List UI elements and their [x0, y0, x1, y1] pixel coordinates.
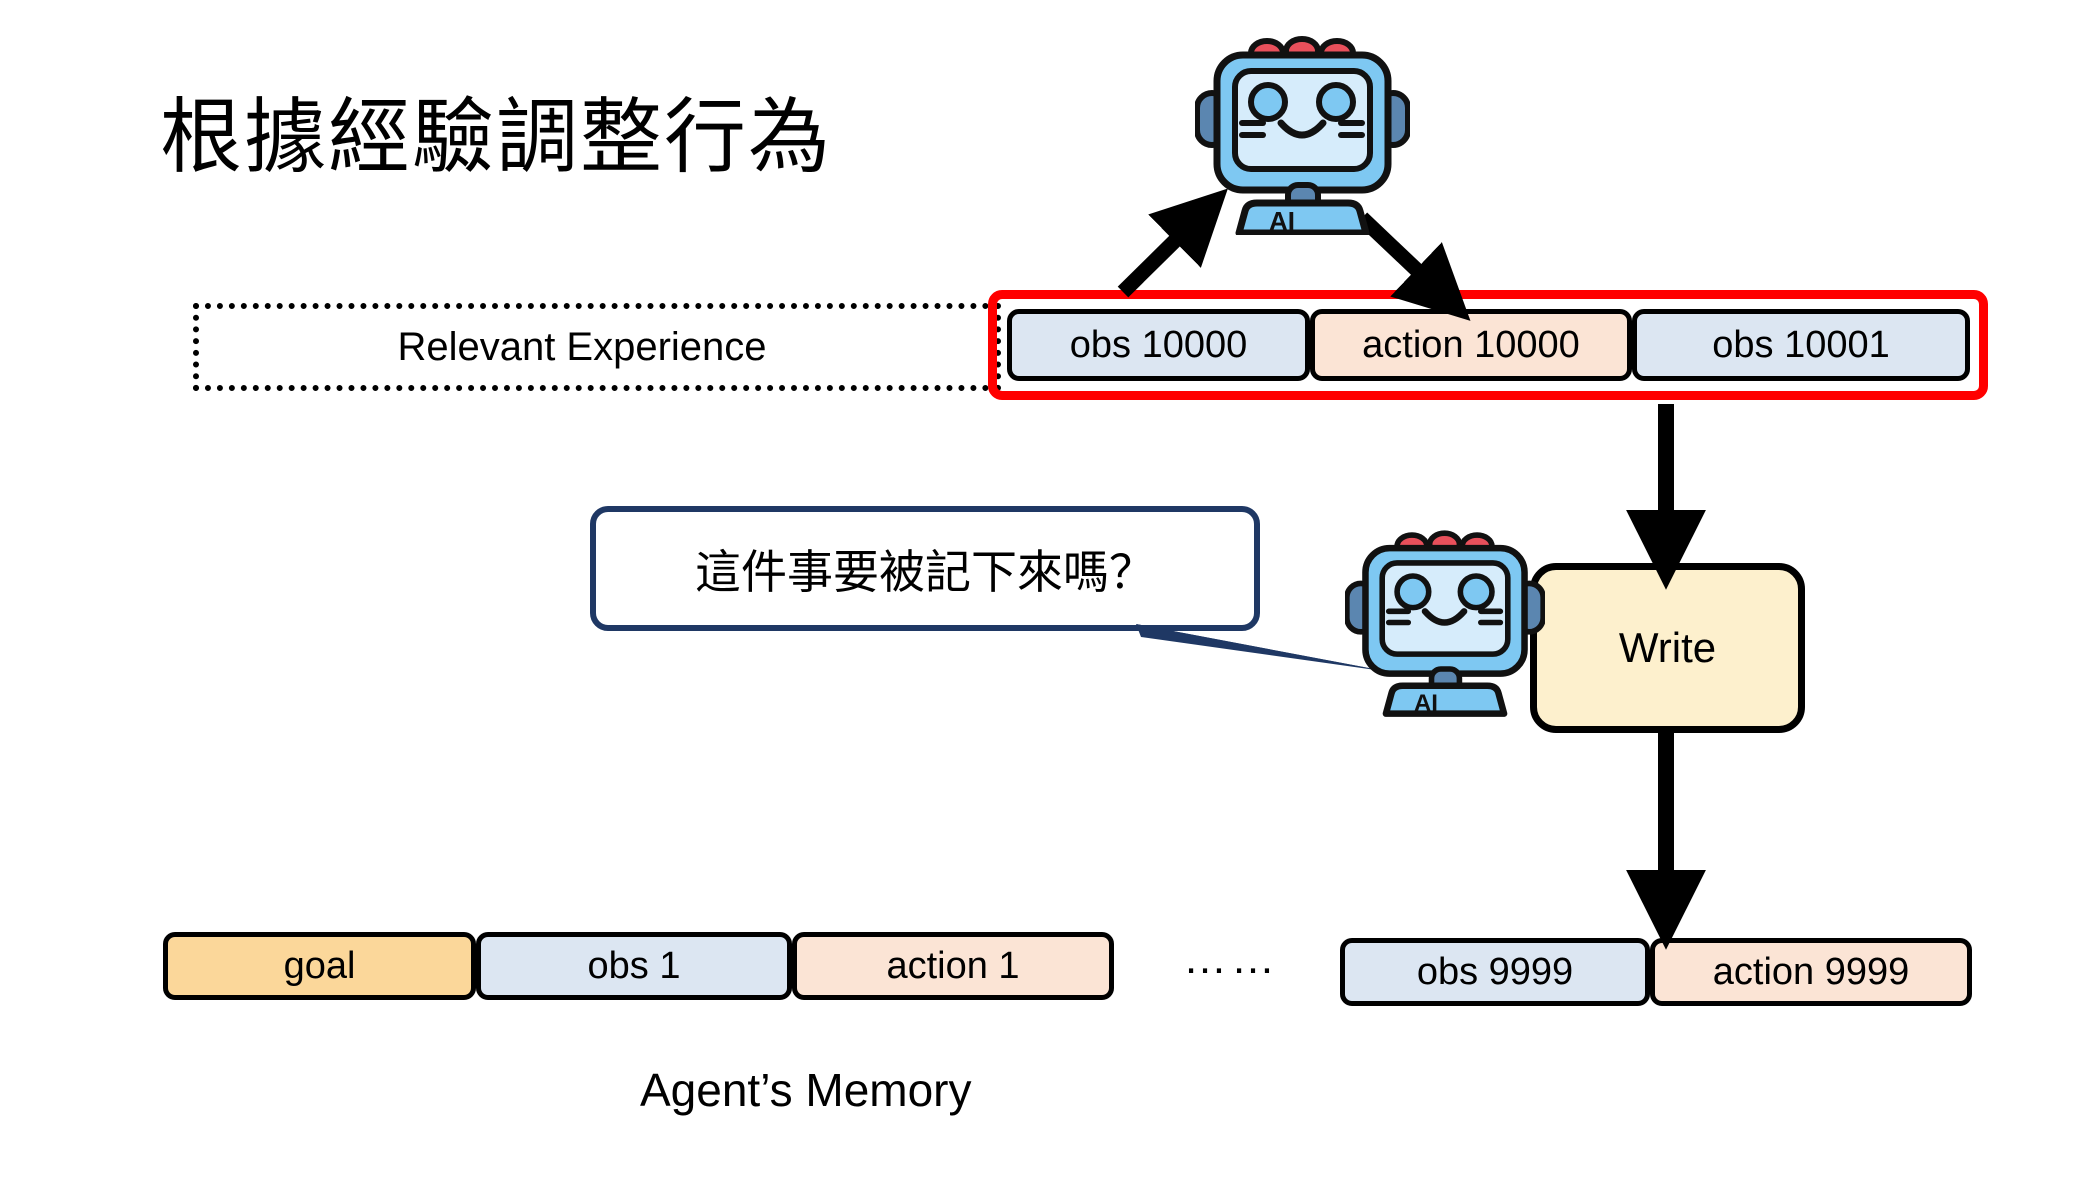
chip-action-10000[interactable]: action 10000: [1310, 309, 1632, 381]
robot-icon-middle: AI: [1345, 530, 1545, 717]
speech-bubble: 這件事要被記下來嗎？: [590, 506, 1260, 631]
chip-action-9999[interactable]: action 9999: [1650, 938, 1972, 1006]
chip-label: obs 9999: [1416, 950, 1574, 993]
write-label: Write: [1618, 624, 1717, 671]
chip-label: obs 10001: [1712, 323, 1890, 366]
relevant-experience-label: Relevant Experience: [397, 324, 767, 369]
svg-text:AI: AI: [1269, 206, 1295, 235]
relevant-experience-frame: Relevant Experience: [193, 303, 1001, 391]
robot-icon-top: AI: [1195, 36, 1410, 235]
memory-ellipsis: ……: [1183, 934, 1279, 983]
chip-obs-10000[interactable]: obs 10000: [1007, 309, 1310, 381]
svg-text:AI: AI: [1414, 690, 1438, 717]
chip-obs-9999[interactable]: obs 9999: [1340, 938, 1650, 1006]
chip-label: action 10000: [1362, 323, 1580, 366]
chip-goal[interactable]: goal: [163, 932, 476, 1000]
page-title: 根據經驗調整行為: [160, 92, 833, 183]
chip-label: obs 1: [587, 944, 681, 987]
chip-label: obs 10000: [1069, 323, 1248, 366]
chip-label: action 1: [886, 944, 1020, 987]
chip-obs-10001[interactable]: obs 10001: [1632, 309, 1970, 381]
write-node[interactable]: Write: [1530, 563, 1805, 733]
speech-bubble-text: 這件事要被記下來嗎？: [695, 545, 1155, 598]
chip-obs-1[interactable]: obs 1: [476, 932, 792, 1000]
chip-label: action 9999: [1712, 950, 1910, 993]
chip-action-1[interactable]: action 1: [792, 932, 1114, 1000]
memory-caption: Agent’s Memory: [640, 1064, 972, 1116]
arrow-obs-to-robot: [1117, 188, 1228, 298]
chip-label: goal: [283, 944, 356, 987]
highlight-frame: [988, 290, 1988, 400]
